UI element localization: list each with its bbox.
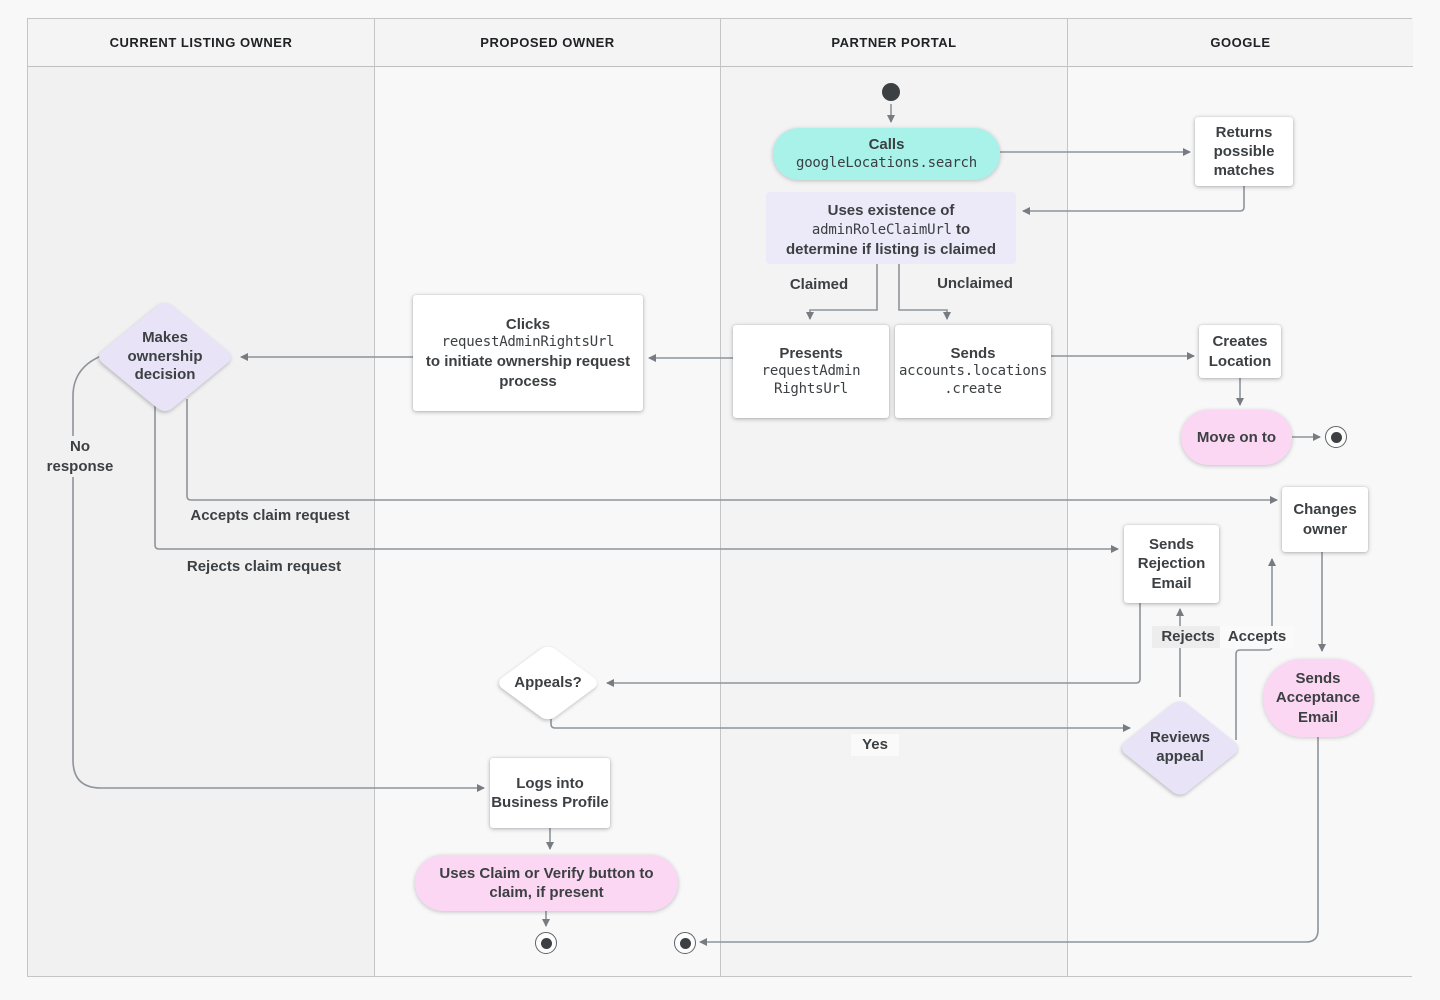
activity-changes-owner: Changes owner: [1282, 487, 1368, 552]
activity-returns-possible-matches: Returns possible matches: [1195, 117, 1293, 186]
activity-calls-googlelocations-search: Calls googleLocations.search: [773, 128, 1000, 180]
note-code: adminRoleClaimUrl: [811, 222, 952, 239]
activity-title: Sends Acceptance Email: [1275, 670, 1361, 726]
api-name: requestAdmin RightsUrl: [761, 363, 861, 398]
decision-appeals: Appeals?: [494, 630, 602, 736]
end-node-dot: [1330, 431, 1342, 443]
end-node-create-flow: [1325, 426, 1347, 448]
decision-label: Makes ownership decision: [127, 328, 203, 384]
activity-title: Changes owner: [1293, 501, 1357, 538]
activity-title: Sends Rejection Email: [1137, 536, 1206, 592]
api-name: accounts.locations .create: [898, 363, 1048, 398]
activity-clicks-requestadminrightsurl: Clicks requestAdminRightsUrl to initiate…: [413, 295, 643, 411]
activity-sends-accounts-locations-create: Sends accounts.locations .create: [895, 325, 1051, 418]
activity-title: Calls: [868, 136, 905, 154]
note-text-post: to determine if listing is claimed: [785, 221, 997, 259]
edge-label-rejects-claim-request: Rejects claim request: [175, 556, 353, 578]
edge-label-unclaimed: Unclaimed: [926, 273, 1024, 295]
activity-title: Sends: [950, 345, 996, 362]
end-node-dot: [679, 937, 691, 949]
lane-header-partner-portal: PARTNER PORTAL: [721, 19, 1067, 67]
activity-uses-claim-or-verify: Uses Claim or Verify button to claim, if…: [415, 855, 678, 911]
lane-current-listing-owner: CURRENT LISTING OWNER: [28, 19, 374, 976]
activity-presents-requestadminrightsurl: Presents requestAdmin RightsUrl: [733, 325, 889, 418]
start-node: [882, 83, 900, 101]
activity-logs-into-business-profile: Logs into Business Profile: [490, 758, 610, 828]
activity-title: Presents: [779, 345, 843, 362]
api-name: requestAdminRightsUrl: [441, 334, 615, 351]
api-name: googleLocations.search: [795, 154, 978, 171]
decision-label: Appeals?: [514, 673, 582, 691]
lane-header-proposed-owner: PROPOSED OWNER: [375, 19, 720, 67]
lane-header-google: GOOGLE: [1068, 19, 1413, 67]
decision-makes-ownership-decision: Makes ownership decision: [94, 287, 236, 427]
activity-title: Creates Location: [1208, 333, 1272, 370]
activity-title: Move on to: [1196, 428, 1277, 446]
note-uses-existence: Uses existence of adminRoleClaimUrl to d…: [766, 192, 1016, 264]
edge-label-accepts-claim-request: Accepts claim request: [178, 505, 362, 527]
edge-label-claimed: Claimed: [781, 274, 857, 296]
activity-text: to initiate ownership request process: [425, 353, 631, 390]
edge-label-rejects: Rejects: [1152, 626, 1224, 648]
activity-title: Returns possible matches: [1213, 123, 1275, 180]
decision-reviews-appeal: Reviews appeal: [1117, 686, 1243, 810]
activity-sends-acceptance-email: Sends Acceptance Email: [1263, 659, 1373, 737]
end-node-acceptance-flow: [674, 932, 696, 954]
edge-label-accepts: Accepts: [1220, 626, 1294, 648]
decision-label: Reviews appeal: [1149, 729, 1211, 765]
end-node-claim-flow: [535, 932, 557, 954]
activity-title: Logs into Business Profile: [491, 774, 609, 811]
end-node-dot: [540, 937, 552, 949]
activity-creates-location: Creates Location: [1199, 325, 1281, 378]
lane-header-current-listing-owner: CURRENT LISTING OWNER: [28, 19, 374, 67]
edge-label-yes: Yes: [851, 734, 899, 756]
activity-move-on-to: Move on to: [1181, 410, 1292, 465]
activity-sends-rejection-email: Sends Rejection Email: [1124, 525, 1219, 603]
note-text-pre: Uses existence of: [827, 202, 955, 219]
lane-proposed-owner: PROPOSED OWNER: [374, 19, 720, 976]
activity-title: Clicks: [505, 316, 551, 334]
edge-label-no-response: No response: [38, 436, 122, 477]
activity-title: Uses Claim or Verify button to claim, if…: [439, 864, 654, 901]
